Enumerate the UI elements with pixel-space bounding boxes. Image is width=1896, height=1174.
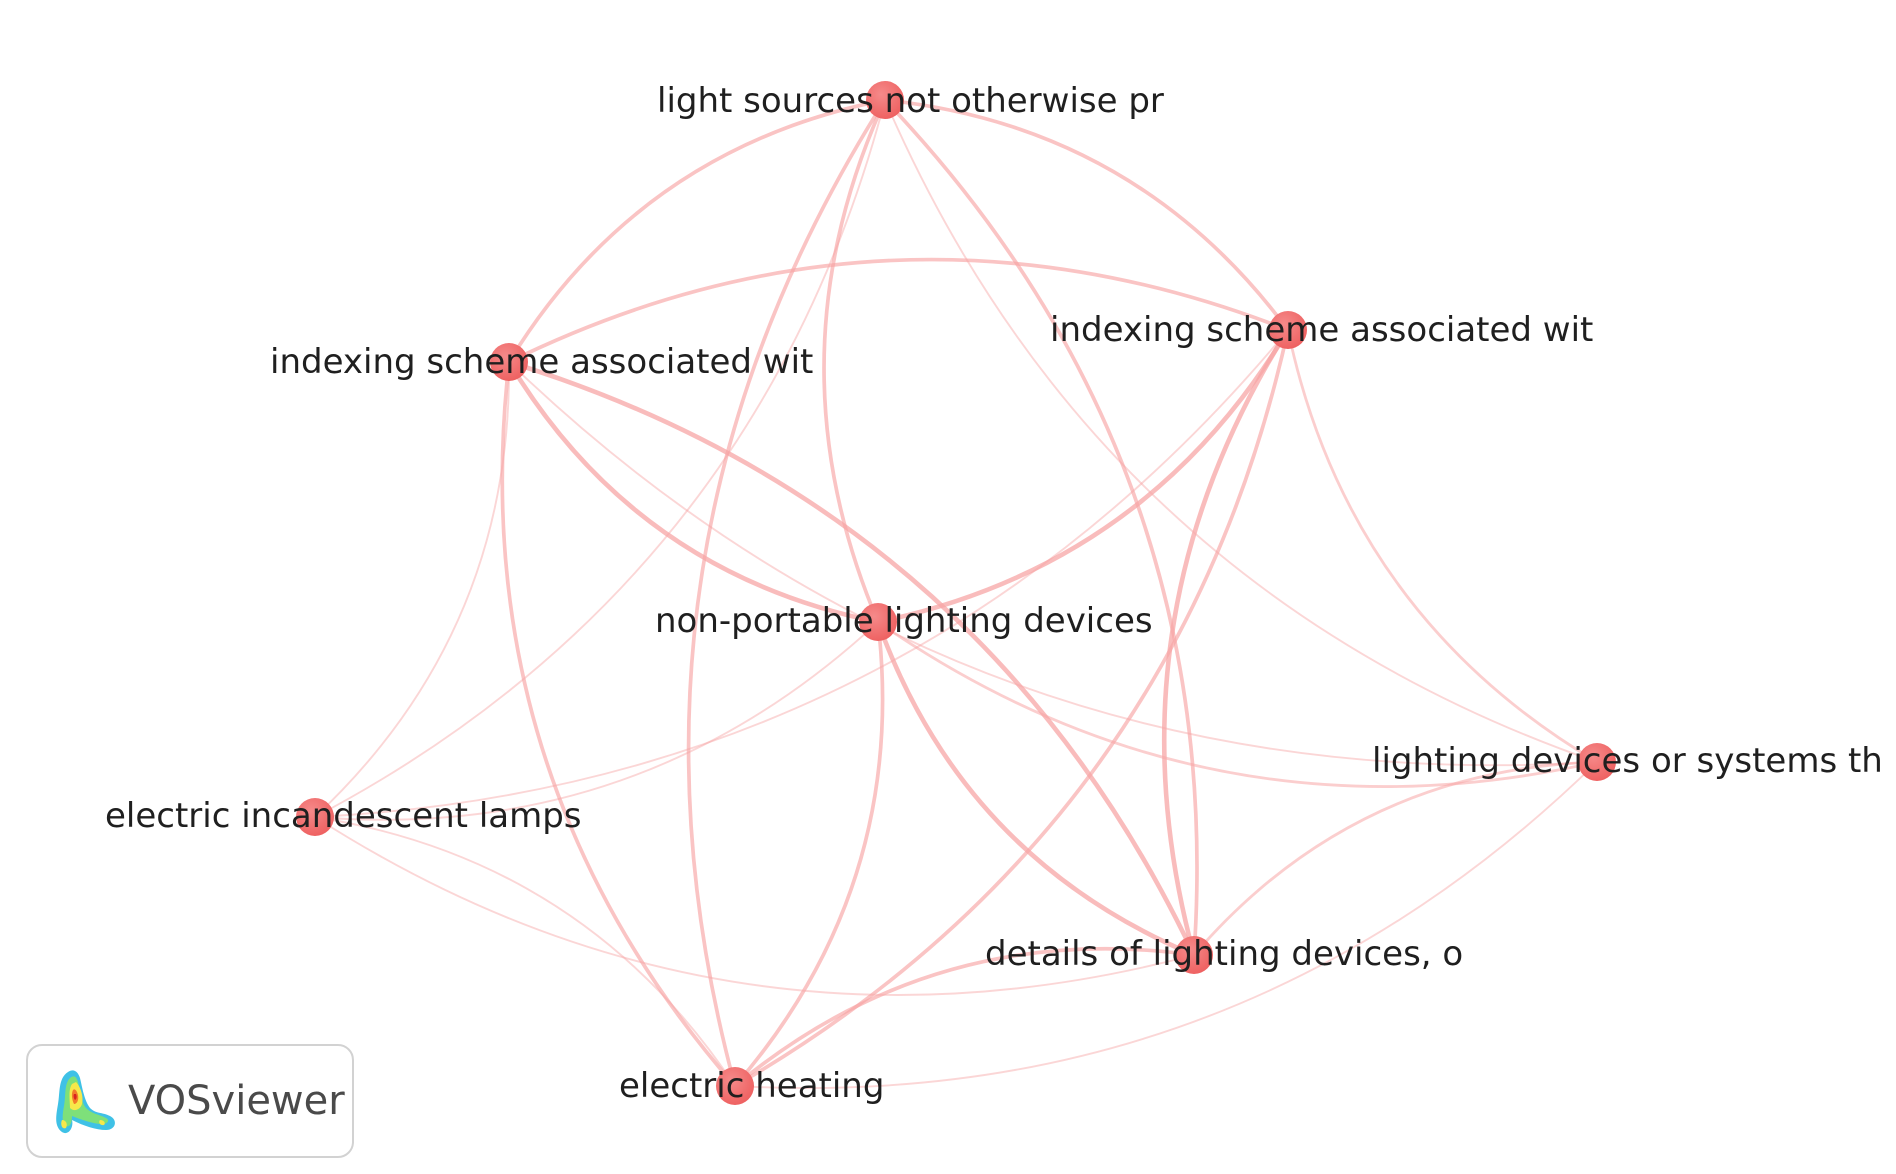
node-label-indexing-left: indexing scheme associated wit [270,342,813,382]
node-light-sources[interactable] [866,81,904,119]
node-lighting-systems[interactable] [1578,743,1616,781]
node-indexing-left[interactable] [490,343,528,381]
link-lighting-systems-heating [734,761,1598,1089]
link-incandescent-details [314,816,1195,996]
link-light-sources-non-portable [822,99,887,623]
link-non-portable-heating [733,621,885,1088]
node-details[interactable] [1175,936,1213,974]
node-label-details: details of lighting devices, o [985,934,1463,974]
link-details-heating [733,946,1195,1088]
link-indexing-left-lighting-systems [508,361,1598,767]
link-non-portable-incandescent [314,621,879,821]
link-indexing-left-non-portable [507,360,879,625]
link-indexing-right-incandescent [314,329,1289,818]
vosviewer-logo-badge: VOSviewer [26,1044,354,1158]
link-indexing-left-incandescent [314,361,510,818]
link-light-sources-details [883,98,1199,956]
link-light-sources-incandescent [314,99,886,818]
node-indexing-right[interactable] [1269,311,1307,349]
vosviewer-density-icon [56,1070,115,1134]
link-non-portable-lighting-systems [877,620,1598,788]
node-label-heating: electric heating [619,1066,884,1106]
links-layer [314,98,1598,1089]
link-lighting-systems-details [1192,760,1598,956]
node-label-non-portable: non-portable lighting devices [655,601,1153,641]
labels-layer: light sources not otherwise pr indexing s… [105,81,1883,1106]
nodes-layer [296,81,1616,1105]
node-heating[interactable] [716,1067,754,1105]
node-incandescent[interactable] [296,798,334,836]
link-indexing-right-lighting-systems [1286,329,1598,764]
node-label-light-sources: light sources not otherwise pr [657,81,1164,121]
link-light-sources-indexing-left [507,98,886,363]
link-indexing-left-details [508,359,1197,956]
node-label-indexing-right: indexing scheme associated wit [1050,310,1593,350]
link-indexing-right-non-portable [877,328,1290,625]
link-indexing-left-indexing-right [508,257,1289,364]
link-light-sources-heating [686,99,887,1087]
link-indexing-right-details [1161,328,1290,956]
node-non-portable[interactable] [859,603,897,641]
link-non-portable-details [875,621,1195,958]
link-incandescent-heating [314,816,736,1087]
link-indexing-left-heating [500,361,737,1088]
link-light-sources-lighting-systems [884,99,1598,763]
logo-text: VOSviewer [128,1078,345,1124]
node-label-lighting-systems: lighting devices or systems th [1372,741,1883,781]
link-light-sources-indexing-right [884,98,1290,332]
node-label-incandescent: electric incandescent lamps [105,796,582,836]
